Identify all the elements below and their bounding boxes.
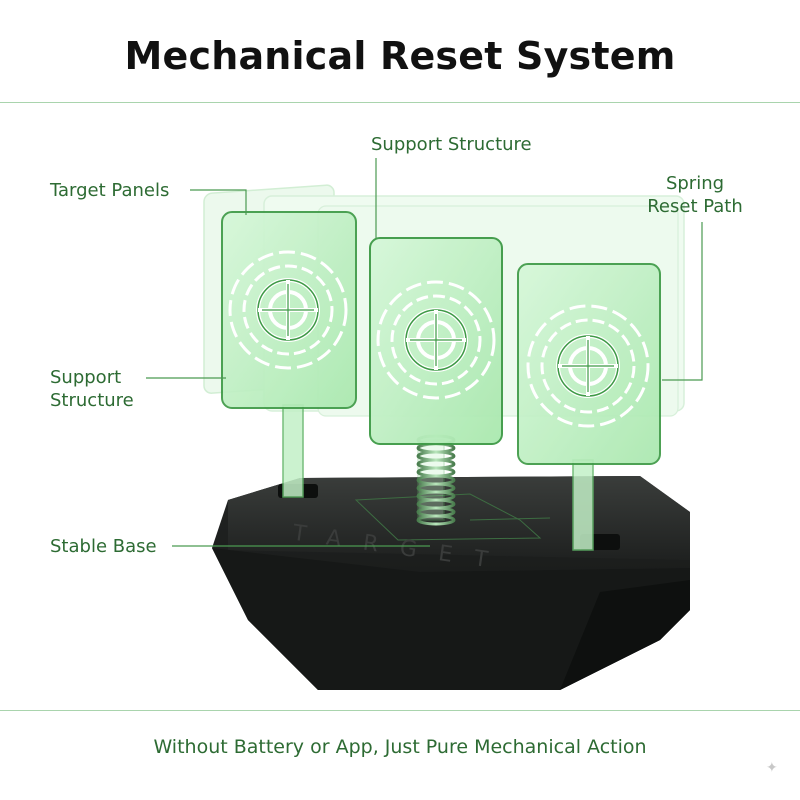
crosshair-icon (376, 280, 496, 400)
target-panel-center (369, 237, 503, 445)
crosshair-icon (228, 250, 348, 370)
label-support-structure-left: Support Structure (50, 366, 134, 412)
bottom-divider (0, 710, 800, 711)
top-divider (0, 102, 800, 103)
label-spring-line2: Reset Path (647, 196, 743, 217)
label-support-structure-top: Support Structure (371, 134, 532, 155)
label-spring-reset-path: Spring Reset Path (640, 172, 750, 218)
target-panel-left (221, 211, 357, 409)
label-support-line2: Structure (50, 390, 134, 411)
label-spring-line1: Spring (665, 173, 725, 194)
footer-caption: Without Battery or App, Just Pure Mechan… (153, 736, 647, 758)
leader-lines (146, 158, 703, 547)
crosshair-icon (526, 304, 650, 428)
label-stable-base: Stable Base (50, 536, 157, 557)
sparkle-icon: ✦ (766, 760, 778, 776)
label-target-panels: Target Panels (50, 180, 170, 201)
stable-base: TARGET (212, 476, 690, 690)
page-title: Mechanical Reset System (124, 34, 676, 78)
target-panel-right (517, 263, 661, 465)
label-support-line1: Support (50, 367, 122, 388)
